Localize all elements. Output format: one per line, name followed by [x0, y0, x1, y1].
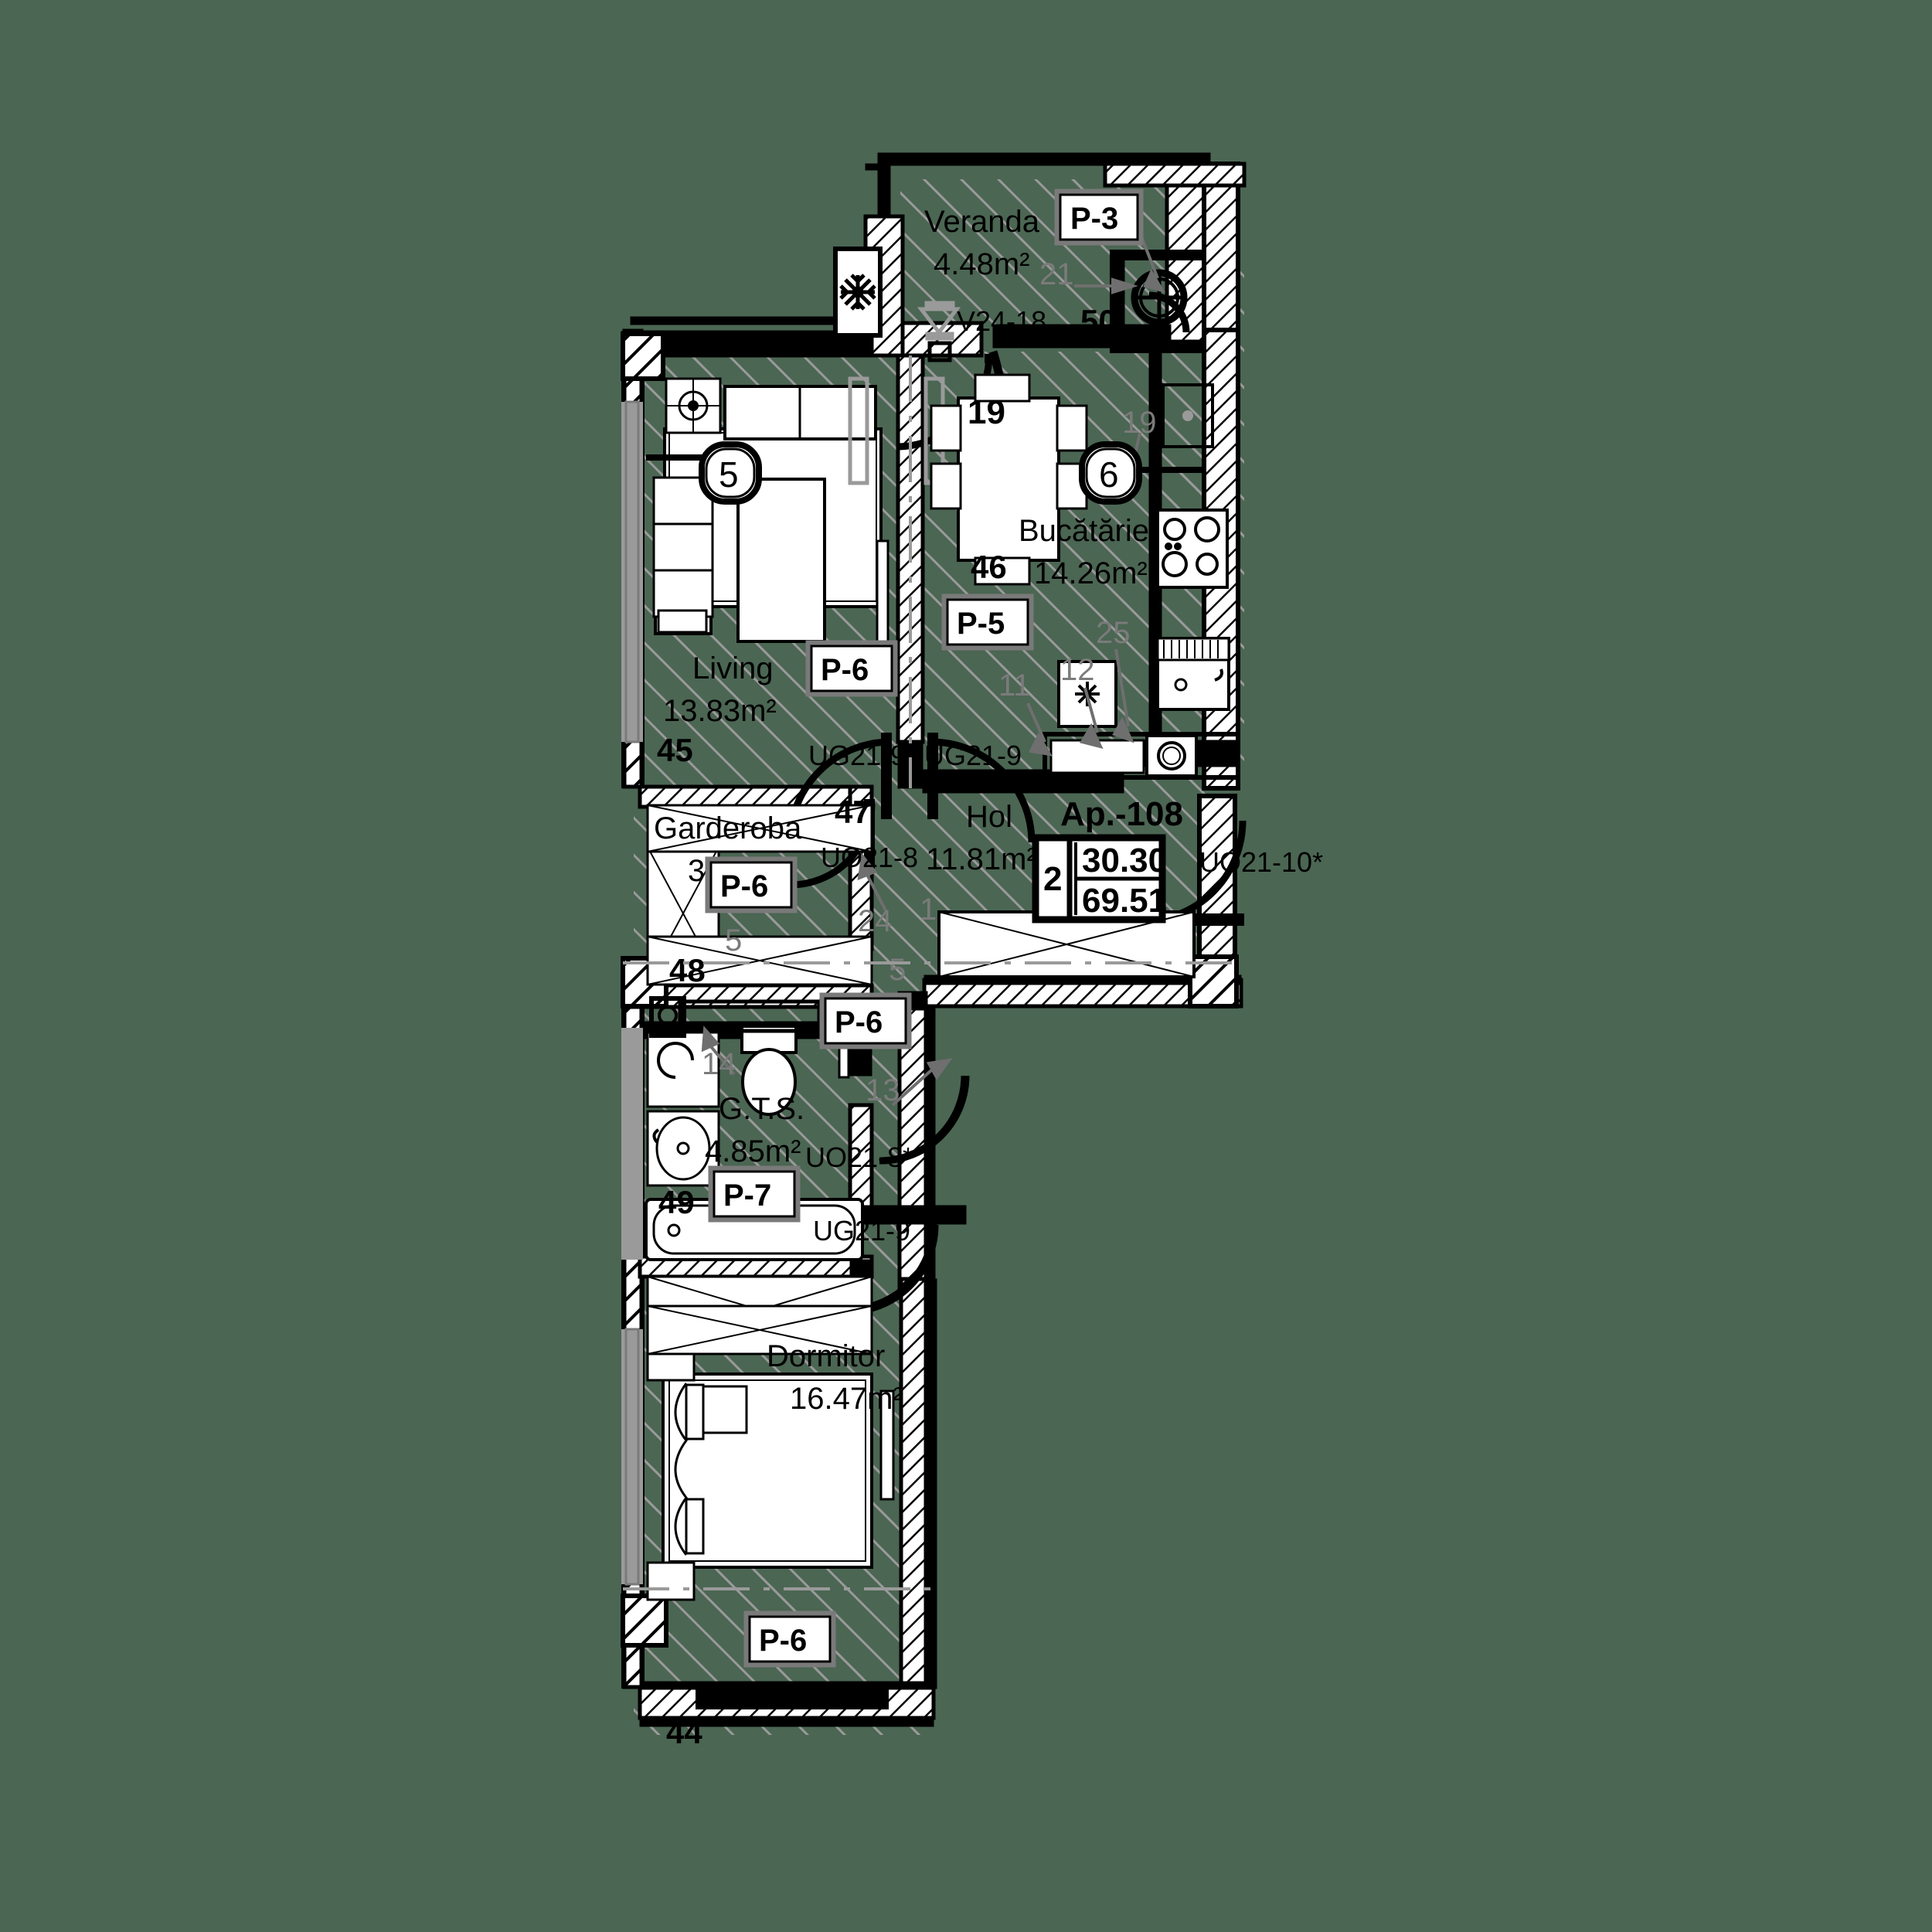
room-area-living: 13.83m² — [663, 694, 777, 728]
callout-5b: 5 — [889, 953, 906, 987]
washbasin-icon — [646, 1110, 720, 1187]
room-label-veranda: Veranda — [924, 205, 1040, 239]
dormitor-top-unit-icon — [646, 1304, 873, 1355]
kitchen-tall-unit-icon — [1162, 383, 1214, 448]
riser-pipe-icon — [917, 301, 961, 362]
room-number-47: 47 — [835, 794, 871, 830]
hob-icon — [1156, 509, 1229, 589]
room-number-49: 49 — [658, 1184, 695, 1220]
finish-tag-p6-living: P-6 — [805, 640, 898, 697]
finish-tag-p3: P-3 — [1054, 189, 1144, 246]
radiator-icon — [848, 376, 869, 485]
room-label-living: Living — [692, 651, 774, 685]
snowflake-icon — [833, 247, 883, 338]
callout-19-right: 19 — [1122, 406, 1157, 440]
room-label-hol: Hol — [966, 800, 1012, 834]
callout-25: 25 — [1096, 616, 1131, 650]
finish-tag-label: P-7 — [723, 1179, 771, 1213]
finish-tag-p6-hol: P-6 — [819, 992, 912, 1049]
finish-tag-label: P-6 — [720, 869, 768, 903]
code-ug21-9-left: UG21-9 — [808, 740, 906, 771]
vanity-counter-icon — [649, 996, 821, 1038]
room-area-dormitor: 16.47m² — [790, 1382, 903, 1416]
sink-icon — [1156, 637, 1230, 711]
code-v24-18: V24-18 — [957, 305, 1046, 337]
code-uo21-10: UO21-10* — [1199, 846, 1323, 878]
finish-tag-label: P-6 — [759, 1624, 807, 1658]
dormitor-tv-icon — [879, 1389, 895, 1501]
callout-50: 50 — [1080, 303, 1117, 339]
bathtub-icon — [645, 1198, 864, 1261]
room-area-hol: 11.81m² — [926, 842, 1037, 876]
code-uo21-8: UO21-8 — [821, 842, 918, 873]
furniture — [645, 247, 1240, 1601]
room-label-gts: G.T.S. — [719, 1092, 804, 1126]
callout-13: 13 — [866, 1073, 900, 1107]
room-number-45: 45 — [657, 732, 693, 768]
callout-5a: 5 — [725, 923, 742, 957]
wardrobe-icon — [646, 804, 873, 986]
callout-19-table: 19 — [968, 393, 1005, 431]
apartment-code: Ap.-108 — [1060, 795, 1183, 833]
node-tag-label: 5 — [719, 454, 739, 495]
callout-24: 24 — [858, 904, 893, 938]
room-number-44: 44 — [666, 1714, 702, 1750]
room-label-bucatarie: Bucătărie — [1019, 514, 1149, 548]
room-area-bucatarie: 14.26m² — [1034, 556, 1148, 590]
badge-area-total: 69.51 — [1082, 882, 1167, 920]
apartment-badge: 2 30.30 69.51 — [1032, 834, 1167, 923]
room-label-garderoba: Garderoba — [654, 811, 802, 845]
code-ug21-9-right: UG21-9 — [924, 740, 1022, 771]
axis-lines — [623, 355, 1236, 1590]
badge-area-living: 30.30 — [1082, 842, 1167, 879]
finish-tag-label: P-6 — [835, 1005, 883, 1039]
finish-tag-label: P-5 — [957, 607, 1005, 641]
code-ug21-9-dormitor: UG21-9 — [813, 1215, 910, 1247]
dining-table-icon — [930, 373, 1088, 586]
room-label-dormitor: Dormitor — [767, 1339, 885, 1373]
finish-tag-label: P-3 — [1070, 202, 1118, 236]
callout-1: 1 — [920, 893, 937, 927]
node-tags: 5 6 — [646, 441, 1206, 505]
ceiling-fixture-icon — [665, 377, 722, 434]
toilet-icon — [740, 1025, 798, 1116]
windows — [621, 400, 889, 1709]
finish-tag-p6-dormitor: P-6 — [743, 1611, 836, 1668]
code-uo21-8-star: UO21-8* — [805, 1141, 913, 1173]
callout-12: 12 — [1060, 653, 1095, 687]
bed-icon — [646, 1340, 873, 1601]
callout-21: 21 — [1039, 257, 1074, 291]
badge-rooms: 2 — [1043, 860, 1062, 898]
node-tag-5: 5 — [646, 441, 762, 505]
room-number-48: 48 — [669, 952, 706, 988]
node-tag-label: 6 — [1099, 454, 1119, 495]
room-area-gts: 4.85m² — [705, 1134, 801, 1168]
room-number-46: 46 — [971, 549, 1007, 585]
finish-tags: P-3 P-6 P-5 P-6 P-6 P-7 — [705, 189, 1144, 1668]
finish-tag-p6-garderoba: P-6 — [705, 856, 798, 913]
node-tag-6: 6 — [1079, 441, 1206, 505]
callout-11: 11 — [998, 668, 1031, 702]
finish-tag-p5-kitchen: P-5 — [941, 594, 1034, 651]
callout-14: 14 — [702, 1047, 736, 1081]
room-area-veranda: 4.48m² — [934, 247, 1030, 281]
finish-tag-label: P-6 — [821, 653, 869, 687]
finish-tag-p7-gts: P-7 — [708, 1165, 801, 1223]
